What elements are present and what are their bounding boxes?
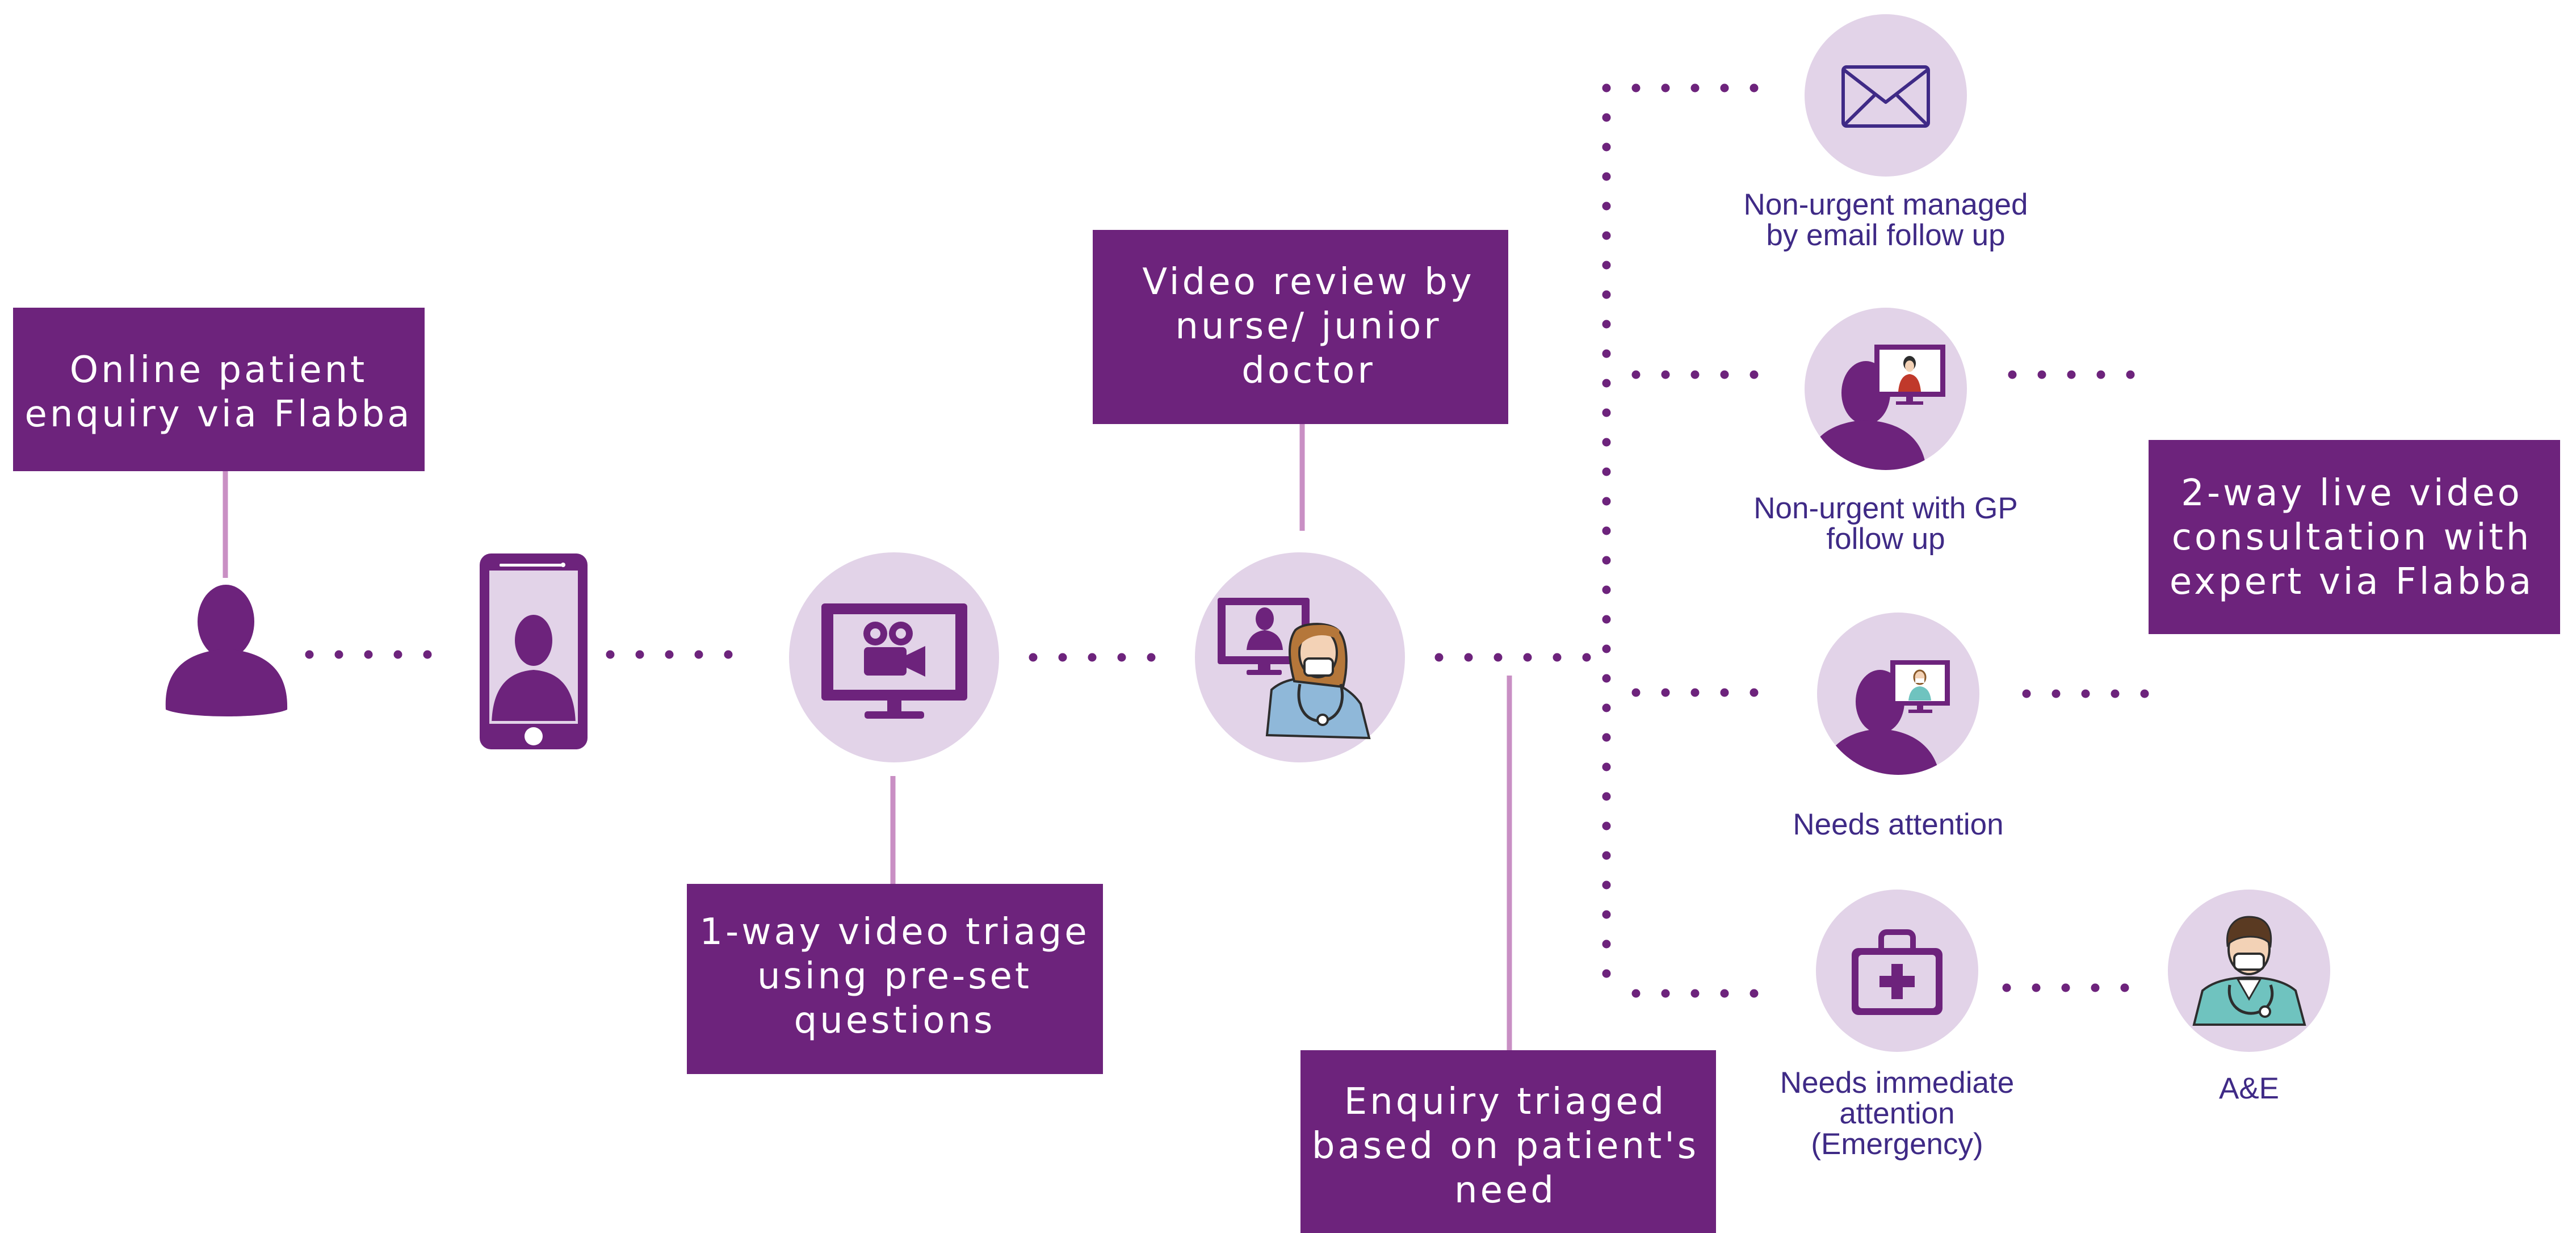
smartphone-icon (480, 553, 588, 749)
box-video-review: Video review by nurse/ junior doctor (1093, 230, 1508, 424)
ae-node (2168, 890, 2330, 1052)
caption-line: Needs immediate (1780, 1066, 2014, 1100)
box-line: nurse/ junior (1175, 305, 1441, 347)
nurse-with-monitor-icon (1195, 552, 1405, 762)
box-line: 1-way video triage (699, 911, 1089, 953)
gp-follow-up-node (1805, 308, 1967, 470)
box-line: based on patient's (1312, 1125, 1699, 1167)
caption-line: follow up (1826, 522, 1945, 556)
caption-gp-follow-up: Non-urgent with GP follow up (1753, 492, 2017, 556)
caption-line: Needs attention (1793, 808, 2003, 841)
box-live-consultation: 2-way live video consultation with exper… (2149, 440, 2560, 634)
needs-attention-node (1817, 613, 1979, 775)
box-line: Enquiry triaged (1344, 1081, 1667, 1123)
box-line: enquiry via Flabba (25, 393, 413, 435)
caption-line: A&E (2219, 1072, 2279, 1105)
video-camera-monitor-icon (789, 552, 999, 762)
first-aid-kit-icon (1852, 929, 1943, 1015)
box-line: doctor (1241, 350, 1375, 392)
box-line: using pre-set (757, 955, 1032, 997)
caption-needs-attention: Needs attention (1793, 808, 2003, 841)
person-icon (165, 585, 288, 716)
caption-line: Non-urgent with GP (1753, 492, 2017, 525)
envelope-icon (1841, 65, 1930, 128)
box-line: questions (794, 1000, 996, 1042)
box-enquiry-triaged: Enquiry triaged based on patient's need (1300, 1050, 1716, 1233)
caption-line: attention (1839, 1097, 1954, 1130)
box-line: consultation with (2172, 517, 2532, 559)
box-online-enquiry: Online patient enquiry via Flabba (13, 308, 425, 471)
emergency-node (1816, 890, 1978, 1052)
box-line: Online patient (70, 349, 368, 391)
dotted-paths (305, 83, 2167, 998)
box-line: expert via Flabba (2170, 561, 2534, 603)
email-follow-up-node (1805, 14, 1967, 177)
caption-ae: A&E (2219, 1072, 2279, 1105)
caption-line: Non-urgent managed (1744, 188, 2028, 221)
box-video-triage: 1-way video triage using pre-set questio… (687, 884, 1103, 1074)
caption-emergency: Needs immediate attention (Emergency) (1780, 1066, 2014, 1161)
caption-line: (Emergency) (1811, 1127, 1983, 1161)
caption-email-follow-up: Non-urgent managed by email follow up (1744, 188, 2028, 252)
doctor-icon (2192, 916, 2306, 1026)
caption-line: by email follow up (1766, 219, 2005, 252)
box-line: need (1454, 1169, 1556, 1211)
connector-lines (223, 423, 1512, 1050)
box-line: 2-way live video (2181, 472, 2523, 514)
box-line: Video review by (1142, 261, 1474, 303)
